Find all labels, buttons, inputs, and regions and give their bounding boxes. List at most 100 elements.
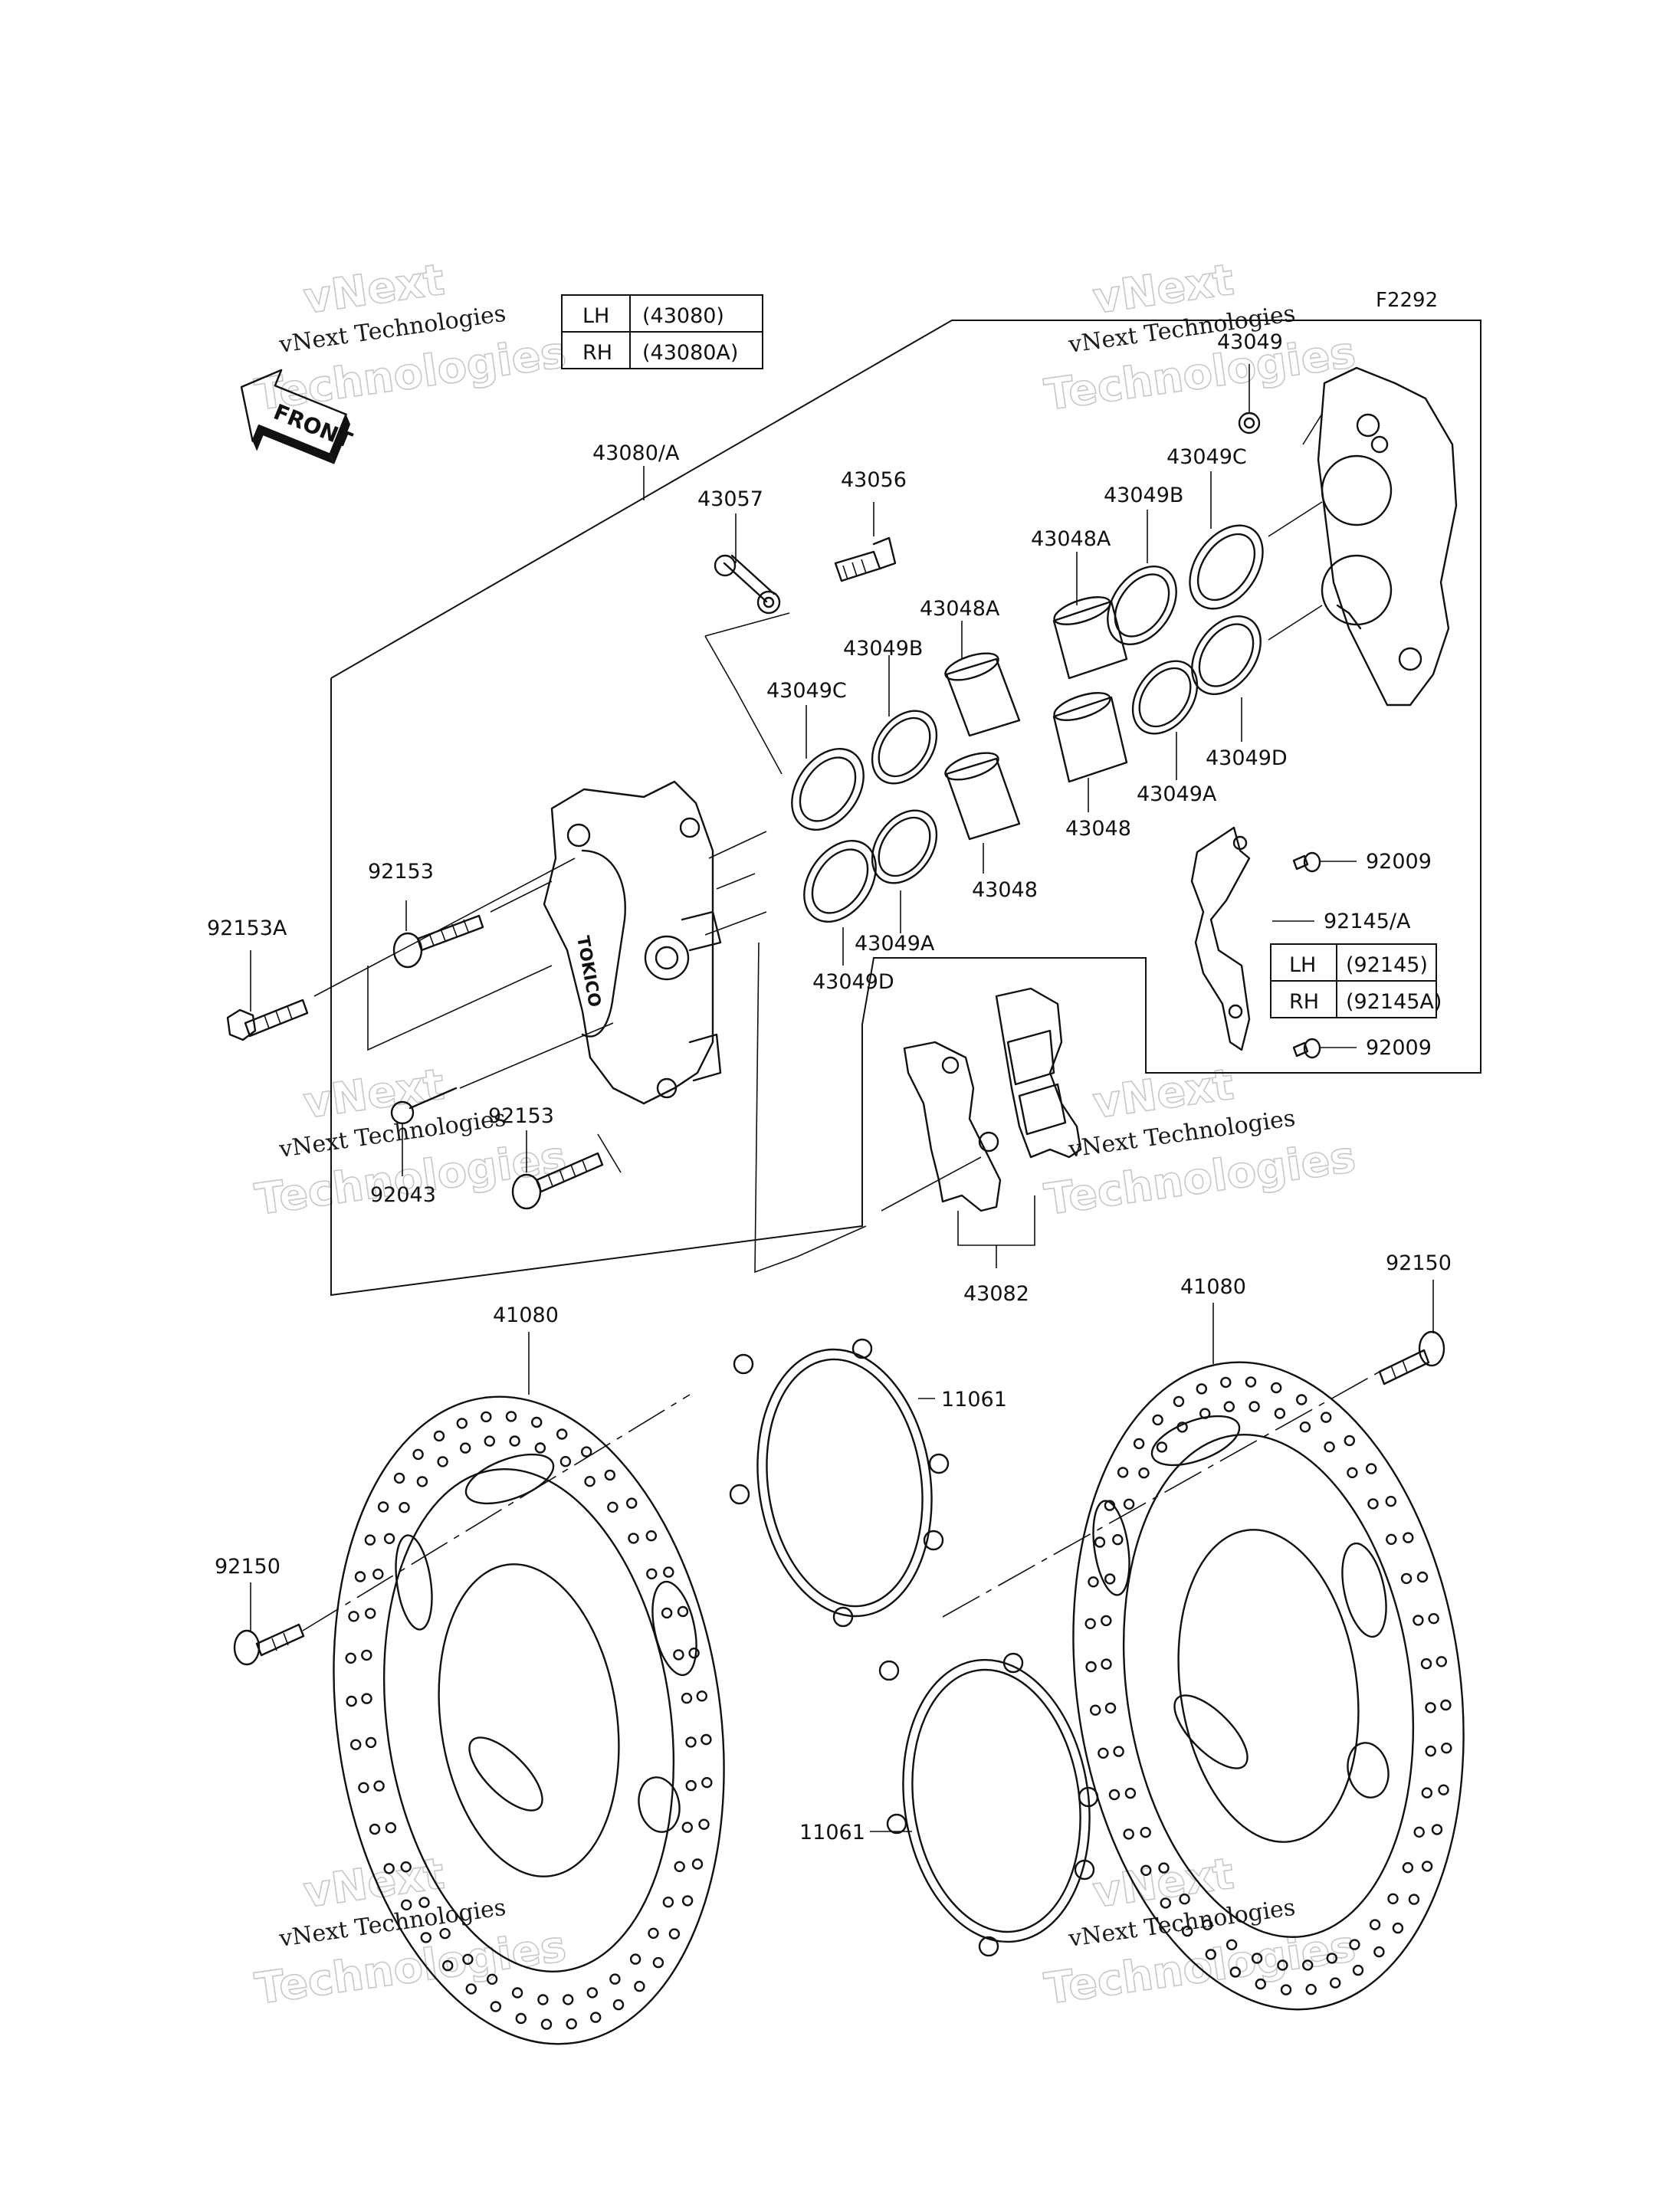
- seal-d-left: [803, 840, 877, 923]
- disc-hole: [559, 1455, 572, 1467]
- disc-hole: [1089, 1704, 1101, 1716]
- caliper-table-part: (43080): [642, 304, 724, 328]
- disc-hole: [701, 1776, 713, 1789]
- disc-hole: [1202, 1919, 1213, 1931]
- disc-hole: [481, 1411, 492, 1423]
- disc-hole: [1299, 1421, 1311, 1433]
- disc-hole: [1301, 1959, 1314, 1971]
- label-disc-left: 41080: [493, 1303, 559, 1327]
- label-spacer-lower: 11061: [799, 1821, 865, 1844]
- disc-hole: [383, 1863, 395, 1874]
- disc-hole: [540, 2018, 553, 2030]
- spacer-upper: [729, 1338, 950, 1628]
- disc-hole: [393, 1472, 405, 1484]
- disc-bolt-left: [233, 1623, 305, 1666]
- watermark: vNext vNext Technologies Technologies: [1041, 1848, 1359, 2015]
- disc-hole: [1140, 1864, 1152, 1877]
- disc-hole: [1428, 1612, 1439, 1625]
- disc-hole: [1413, 1615, 1424, 1626]
- disc-hole: [1421, 1787, 1433, 1799]
- label-screw-lower: 92009: [1366, 1036, 1432, 1060]
- bolt-mount: [226, 998, 309, 1041]
- assembly-frame: [330, 320, 1481, 1297]
- disc-hole: [607, 1501, 619, 1513]
- disc-hole: [661, 1607, 673, 1619]
- disc-hole: [1117, 1467, 1129, 1478]
- disc-hole: [1084, 1618, 1096, 1630]
- disc-hole: [1245, 1376, 1257, 1388]
- disc-hole: [584, 1475, 596, 1487]
- disc-hole: [646, 1568, 658, 1580]
- bracket-table: LH (92145) RH (92145A): [1270, 943, 1442, 1018]
- piston-a-right: [1052, 596, 1128, 680]
- disc-hole: [673, 1649, 684, 1661]
- disc-hole: [1255, 1978, 1267, 1990]
- disc-hole: [1324, 1441, 1335, 1453]
- disc-hole: [1347, 1467, 1358, 1479]
- disc-hole: [433, 1430, 445, 1442]
- label-seal-d-right: 43049D: [1206, 746, 1288, 770]
- disc-hole: [372, 1568, 384, 1580]
- disc-holes: [345, 1411, 713, 2030]
- bolt-upper: [392, 914, 484, 969]
- piston-left: [944, 752, 1021, 841]
- label-disc-bolt-left: 92150: [215, 1555, 281, 1579]
- disc-hole: [505, 1411, 517, 1422]
- disc-hole: [418, 1897, 430, 1908]
- label-piston-a-right: 43048A: [1031, 527, 1111, 551]
- disc-hole: [515, 2012, 527, 2025]
- screw-upper: [1292, 851, 1321, 873]
- label-seal-a-right: 43049A: [1137, 782, 1217, 806]
- disc-hole: [399, 1501, 410, 1513]
- disc-hole: [688, 1647, 700, 1659]
- disc-hole: [1408, 1894, 1420, 1905]
- bracket: [1190, 826, 1251, 1051]
- svg-text:TOKICO: TOKICO: [573, 935, 604, 1009]
- disc-hole: [1349, 1939, 1360, 1950]
- disc-hole: [364, 1534, 376, 1546]
- disc-hole: [1085, 1661, 1097, 1673]
- disc-hole: [1088, 1576, 1099, 1588]
- label-seal-c-left: 43049C: [766, 679, 847, 703]
- disc-hole: [1249, 1401, 1260, 1412]
- disc-hole: [668, 1928, 681, 1940]
- disc-hole: [456, 1418, 468, 1429]
- disc-hole: [648, 1927, 659, 1940]
- label-disc-bolt-right: 92150: [1386, 1251, 1452, 1275]
- disc-hole: [1413, 1826, 1425, 1838]
- watermark: vNext vNext Technologies Technologies: [251, 1848, 569, 2015]
- disc-hole: [581, 1446, 592, 1458]
- label-bolt-mount: 92153A: [207, 917, 287, 940]
- disc-hole: [1425, 1745, 1436, 1757]
- label-seal-a-left: 43049A: [855, 932, 935, 956]
- disc-hole: [439, 1927, 451, 1940]
- disc-hole: [1205, 1949, 1217, 1960]
- disc-hole: [1173, 1395, 1185, 1408]
- disc-hole: [484, 1435, 495, 1447]
- disc-hole: [385, 1822, 397, 1834]
- caliper-table-side: LH: [582, 304, 609, 328]
- disc-hole: [1179, 1893, 1190, 1905]
- disc-hole: [685, 1736, 697, 1748]
- disc-hole: [348, 1611, 359, 1622]
- disc-hole: [681, 1692, 693, 1704]
- disc-hole: [1416, 1571, 1429, 1583]
- label-spacer-upper: 11061: [941, 1388, 1007, 1412]
- disc-hole: [460, 1442, 471, 1454]
- disc-hole: [346, 1695, 357, 1707]
- disc-hole: [1392, 1922, 1404, 1934]
- disc-bolt-right: [1378, 1330, 1445, 1385]
- leader-lines: [250, 364, 1434, 1832]
- disc-hole: [361, 1649, 372, 1661]
- watermark: vNext vNext Technologies Technologies: [1041, 254, 1359, 421]
- disc-hole: [369, 1823, 381, 1835]
- disc-hole: [701, 1733, 712, 1746]
- brake-pad-outer: [995, 987, 1082, 1159]
- label-seal-c-right: 43049C: [1166, 445, 1247, 469]
- disc-hole: [1101, 1615, 1112, 1627]
- disc-hole: [677, 1605, 689, 1618]
- label-seal-b-left: 43049B: [843, 637, 923, 661]
- diagram-code: F2292: [1376, 289, 1438, 312]
- spacer-lower: [878, 1652, 1099, 1957]
